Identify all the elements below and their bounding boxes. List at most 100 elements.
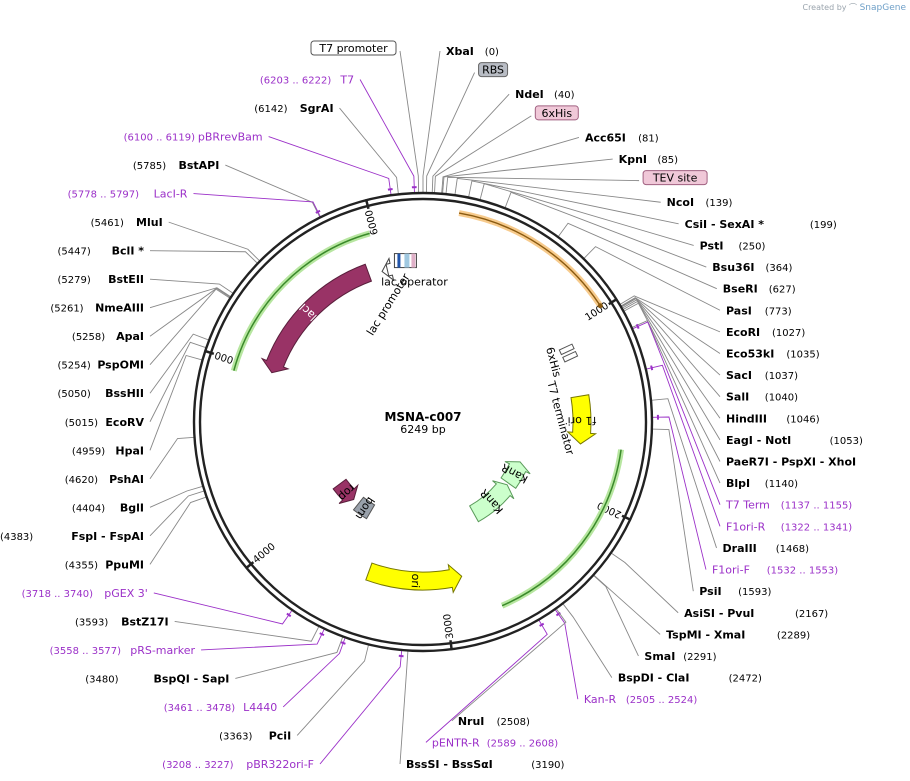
feature-laci[interactable]: lacI — [260, 263, 373, 374]
site-hindiii[interactable]: HindIII(1046) — [726, 412, 820, 425]
primer-mark — [319, 632, 325, 637]
site-bspqi-sapi[interactable]: BspQI - SapI(3480) — [85, 672, 229, 685]
label-name: F1ori-R — [726, 520, 766, 533]
site-sali[interactable]: SalI(1040) — [726, 391, 798, 404]
label-position: (627) — [769, 285, 796, 296]
feature-t7-promoter[interactable]: T7 promoter — [310, 40, 397, 56]
label-name: BstZ17I — [121, 615, 169, 628]
label-name: SgrAI — [300, 102, 334, 115]
feature-bom[interactable]: bom — [353, 494, 378, 522]
site-saci[interactable]: SacI(1037) — [726, 369, 798, 382]
primer-pbr322ori-f[interactable]: pBR322ori-F(3208 .. 3227) — [162, 758, 314, 771]
site-pasi[interactable]: PasI(773) — [726, 304, 792, 317]
feature-f1-ori[interactable]: f1 ori — [566, 394, 598, 445]
site-tspmi-xmai[interactable]: TspMI - XmaI(2289) — [666, 628, 810, 641]
site-hpai[interactable]: HpaI(4959) — [72, 444, 144, 457]
feature-lac-promoter[interactable]: lac promoter — [364, 257, 413, 338]
primer-kan-r[interactable]: Kan-R(2505 .. 2524) — [584, 693, 698, 706]
site-pshai[interactable]: PshAI(4620) — [65, 473, 144, 486]
primer-pbrrevbam[interactable]: pBRrevBam(6100 .. 6119) — [124, 131, 263, 144]
feature-6xhis[interactable]: 6xHis — [543, 343, 575, 379]
leader-line — [651, 416, 707, 570]
feature-6xhis[interactable]: 6xHis — [534, 105, 579, 121]
site-bsu36i[interactable]: Bsu36I(364) — [712, 261, 792, 274]
label-position: (199) — [810, 220, 837, 231]
site-mlui[interactable]: MluI(5461) — [91, 216, 163, 229]
label-name: BlpI — [726, 477, 750, 490]
feature-kanr[interactable]: KanR — [468, 480, 515, 523]
label-name: KpnI — [619, 153, 647, 166]
site-bsshii[interactable]: BssHII(5050) — [58, 387, 144, 400]
credit-prefix: Created by — [802, 3, 847, 12]
primer-t7-term[interactable]: T7 Term(1137 .. 1155) — [725, 499, 852, 512]
site-pspomi[interactable]: PspOMI(5254) — [58, 359, 144, 372]
site-ncoi[interactable]: NcoI(139) — [667, 196, 733, 209]
site-pcii[interactable]: PciI(3363) — [219, 729, 291, 742]
site-ecorv[interactable]: EcoRV(5015) — [65, 416, 145, 429]
site-bcli-[interactable]: BclI *(5447) — [58, 245, 145, 258]
site-xbai[interactable]: XbaI(0) — [446, 45, 499, 58]
site-psii[interactable]: PsiI(1593) — [699, 585, 771, 598]
site-bspdi-clai[interactable]: BspDI - ClaI(2472) — [618, 672, 762, 685]
label-position: (250) — [738, 241, 765, 252]
site-bgli[interactable]: BglI(4404) — [72, 501, 144, 514]
site-bstz17i[interactable]: BstZ17I(3593) — [75, 615, 169, 628]
term-box — [562, 350, 579, 363]
primer-mark — [635, 323, 640, 330]
feature-ori[interactable]: ori — [365, 562, 463, 594]
label-position: (773) — [765, 306, 792, 317]
site-eco53ki[interactable]: Eco53kI(1035) — [726, 347, 820, 360]
primer-l4440[interactable]: L4440(3461 .. 3478) — [164, 701, 277, 714]
site-nmeaiii[interactable]: NmeAIII(5261) — [50, 302, 144, 315]
site-psti[interactable]: PstI(250) — [700, 239, 766, 252]
site-ecori[interactable]: EcoRI(1027) — [726, 326, 805, 339]
label-name: SacI — [726, 369, 752, 382]
site-fspi-fspai[interactable]: FspI - FspAI(4383) — [0, 530, 144, 543]
site-bsteii[interactable]: BstEII(5279) — [58, 273, 144, 286]
site-bstapi[interactable]: BstAPI(5785) — [133, 159, 219, 172]
primer-prs-marker[interactable]: pRS-marker(3558 .. 3577) — [50, 644, 196, 657]
label-name: EagI - NotI — [726, 434, 791, 447]
primer-f1ori-r[interactable]: F1ori-R(1322 .. 1341) — [726, 520, 852, 533]
feature-rbs[interactable]: RBS — [478, 62, 509, 78]
label-name: HindIII — [726, 412, 767, 425]
site-sgrai[interactable]: SgrAI(6142) — [254, 102, 333, 115]
label-name: Eco53kI — [726, 347, 774, 360]
leader-line — [149, 333, 210, 394]
primer-pgex-3-[interactable]: pGEX 3'(3718 .. 3740) — [22, 587, 148, 600]
leader-line — [442, 158, 613, 194]
site-bsssi-bsss-i[interactable]: BssSI - BssSαI(3190) — [406, 758, 565, 771]
label-position: (40) — [554, 90, 575, 101]
feature-tev-site[interactable]: TEV site — [642, 170, 708, 186]
primer-t7[interactable]: T7(6203 .. 6222) — [260, 74, 354, 87]
site-nrui[interactable]: NruI(2508) — [458, 715, 530, 728]
label-position: (5778 .. 5797) — [68, 190, 140, 201]
site-ppumi[interactable]: PpuMI(4355) — [65, 558, 144, 571]
leader-line — [149, 250, 259, 264]
site-csii-sexai-[interactable]: CsiI - SexAI *(199) — [685, 218, 837, 231]
site-kpni[interactable]: KpnI(85) — [619, 153, 678, 166]
label-position: (4355) — [65, 560, 98, 571]
primer-f1ori-f[interactable]: F1ori-F(1532 .. 1553) — [712, 564, 838, 577]
site-draiii[interactable]: DraIII(1468) — [723, 542, 810, 555]
site-eagi-noti[interactable]: EagI - NotI(1053) — [726, 434, 863, 447]
site-apai[interactable]: ApaI(5258) — [72, 330, 144, 343]
site-ndei[interactable]: NdeI(40) — [515, 88, 574, 101]
site-labels: XbaI(0)RBSNdeI(40)6xHisAcc65I(81)KpnI(85… — [0, 40, 910, 771]
site-bseri[interactable]: BseRI(627) — [723, 283, 796, 296]
feature-label: ori — [409, 573, 423, 588]
leader-line — [468, 180, 679, 225]
site-acc65i[interactable]: Acc65I(81) — [585, 131, 659, 144]
feature-lac-operator[interactable]: lac operator — [381, 253, 448, 289]
label-name: LacI-R — [154, 188, 188, 201]
feature-rop[interactable]: rop — [332, 478, 359, 505]
feature-shape — [500, 461, 531, 490]
primer-pentr-r[interactable]: pENTR-R(2589 .. 2608) — [432, 736, 558, 749]
site-asisi-pvui[interactable]: AsiSI - PvuI(2167) — [684, 607, 828, 620]
primer-laci-r[interactable]: LacI-R (5778 .. 5797) — [68, 188, 188, 201]
label-position: (4404) — [72, 503, 105, 514]
site-blpi[interactable]: BlpI(1140) — [726, 477, 798, 490]
site-smai[interactable]: SmaI(2291) — [644, 650, 716, 663]
site-paer7i-pspxi-xhoi[interactable]: PaeR7I - PspXI - XhoI(1061) — [726, 456, 910, 469]
